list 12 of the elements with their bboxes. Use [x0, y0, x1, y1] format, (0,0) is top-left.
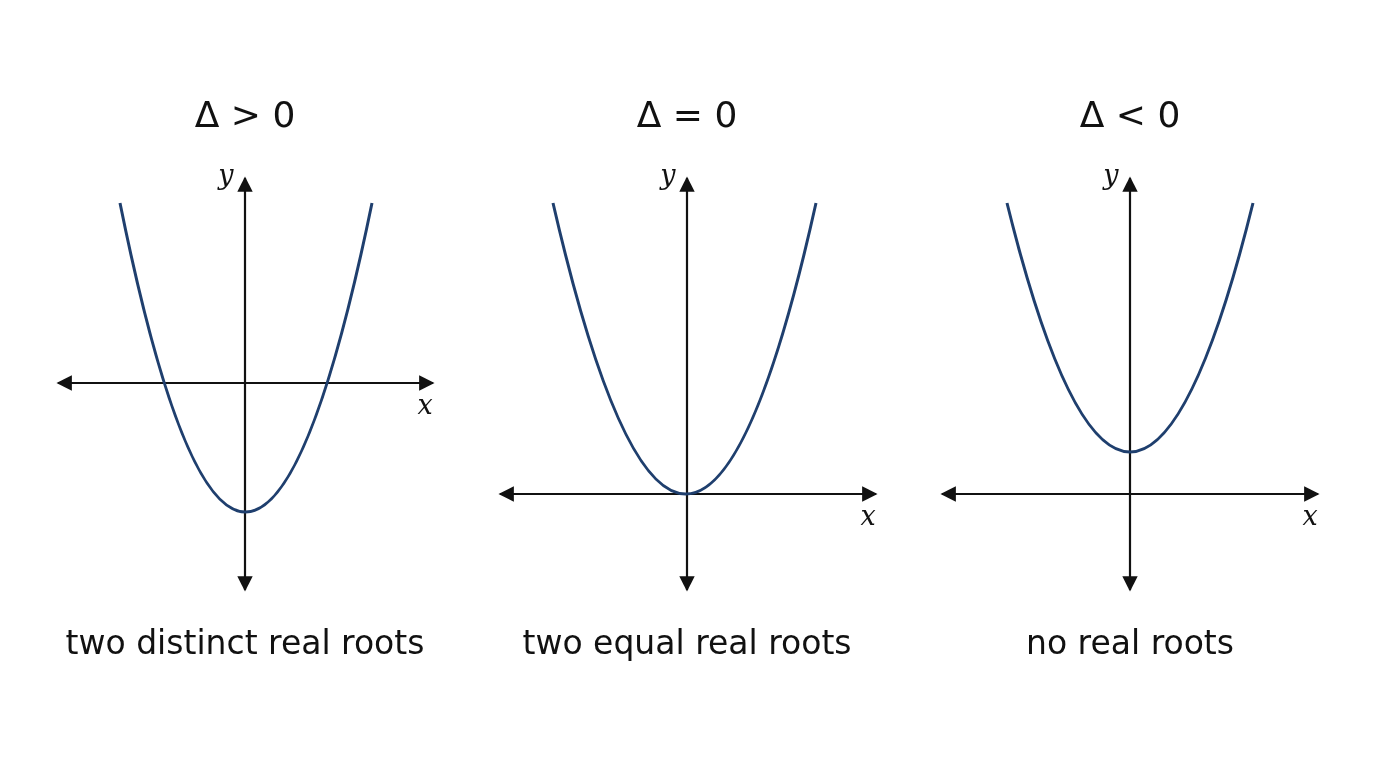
axis-label: x	[1302, 501, 1318, 531]
axis-label: y	[660, 160, 676, 190]
axis-label: y	[1103, 160, 1119, 190]
axis-label: y	[218, 160, 234, 190]
case-title: Δ > 0	[194, 95, 296, 135]
case-title: Δ = 0	[636, 95, 738, 135]
case-title: Δ < 0	[1079, 95, 1181, 135]
axis-label: x	[417, 390, 433, 420]
caption: two equal real roots	[522, 625, 852, 662]
caption: two distinct real roots	[65, 625, 425, 662]
axis-label: x	[860, 501, 876, 531]
caption: no real roots	[1026, 625, 1234, 662]
